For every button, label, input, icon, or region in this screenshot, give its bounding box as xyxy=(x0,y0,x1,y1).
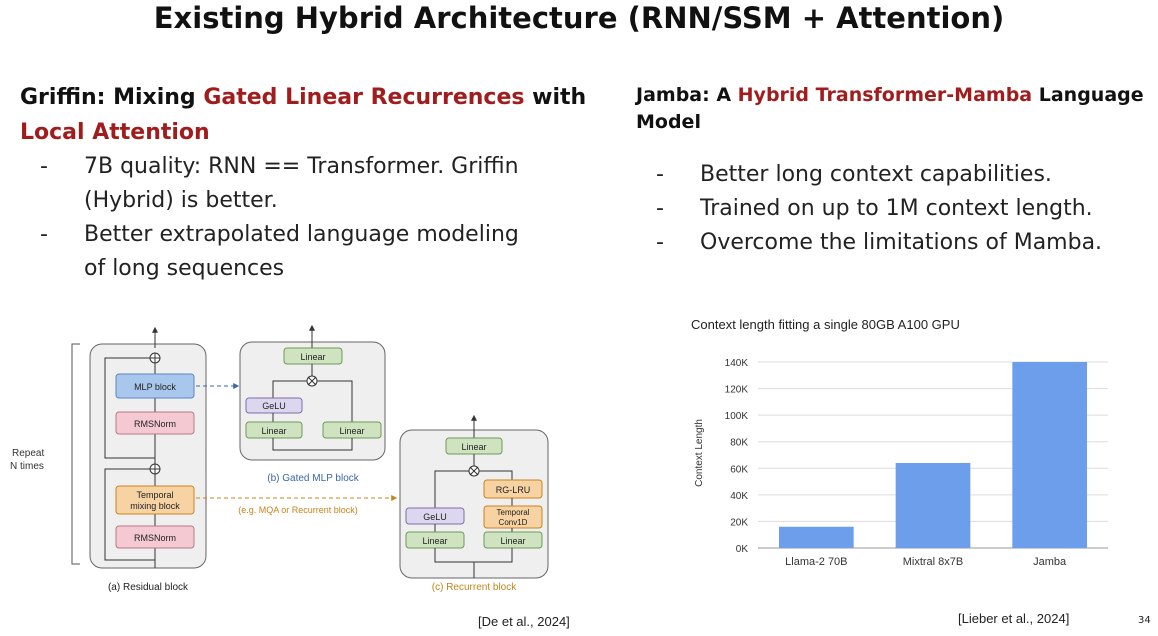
temporal-conv-label-2: Conv1D xyxy=(499,518,528,527)
mlp-block-node xyxy=(115,373,195,399)
chart-bar xyxy=(1012,362,1087,548)
chart-y-tick-label: 0K xyxy=(736,544,749,555)
gated-mlp-linear-top xyxy=(283,347,343,365)
chart-bar xyxy=(779,526,854,548)
griffin-architecture-diagram: Repeat N times MLP block RMSNorm Tempora… xyxy=(10,324,549,593)
griffin-bullet-2-line1: Better extrapolated language modeling xyxy=(84,222,519,247)
jamba-heading: Jamba: A Hybrid Transformer-Mamba Langua… xyxy=(636,82,1156,136)
recurrent-block-caption: (c) Recurrent block xyxy=(432,582,517,593)
temporal-conv-label-1: Temporal xyxy=(497,508,530,517)
jamba-bullet: Better long context capabilities. xyxy=(636,158,1156,192)
skip-connection-bottom xyxy=(104,468,155,561)
jamba-bullets: Better long context capabilities. Traine… xyxy=(636,158,1156,260)
chart-x-tick-label: Llama-2 70B xyxy=(785,556,847,568)
chart-x-tick-label: Mixtral 8x7B xyxy=(903,556,964,568)
jamba-bullet: Trained on up to 1M context length. xyxy=(636,192,1156,226)
rmsnorm-top-node xyxy=(115,411,195,435)
chart-title: Context length fitting a single 80GB A10… xyxy=(691,317,960,332)
griffin-bullet-1-line2: (Hybrid) is better. xyxy=(84,188,278,213)
chart-y-tick-label: 100K xyxy=(725,411,749,422)
mlp-block-label: MLP block xyxy=(134,382,176,392)
rmsnorm-bottom-label: RMSNorm xyxy=(134,533,176,543)
griffin-bullet-1-line1: 7B quality: RNN == Transformer. Griffin xyxy=(84,154,519,179)
temporal-mixing-label-1: Temporal xyxy=(136,490,173,500)
recurrent-linear-top-label: Linear xyxy=(461,442,486,452)
repeat-label-1: Repeat xyxy=(12,448,44,459)
temporal-mixing-node xyxy=(115,485,195,515)
residual-block-caption: (a) Residual block xyxy=(108,582,189,593)
griffin-bullet: 7B quality: RNN == Transformer. Griffin (… xyxy=(20,150,580,218)
griffin-bullet-2-line2: of long sequences xyxy=(84,256,285,281)
jamba-heading-part2: Language xyxy=(1032,84,1144,106)
jamba-bullet: Overcome the limitations of Mamba. xyxy=(636,226,1156,260)
connector-label: (e.g. MQA or Recurrent block) xyxy=(238,505,358,515)
gated-mlp-linear-left xyxy=(245,421,303,439)
temporal-conv-node xyxy=(483,505,543,529)
chart-y-tick-label: 120K xyxy=(725,385,749,396)
gated-mlp-linear-left-label: Linear xyxy=(261,426,286,436)
griffin-heading-part1: Griffin: Mixing xyxy=(20,85,204,110)
griffin-citation: [De et al., 2024] xyxy=(478,614,570,629)
recurrent-linear-right-label: Linear xyxy=(500,536,525,546)
jamba-heading-part1: Jamba: A xyxy=(636,84,738,106)
chart-y-tick-label: 40K xyxy=(730,491,748,502)
jamba-citation: [Lieber et al., 2024] xyxy=(958,611,1070,626)
gated-mlp-linear-right-label: Linear xyxy=(339,426,364,436)
gated-mlp-gelu-label: GeLU xyxy=(262,401,286,411)
slide-title: Existing Hybrid Architecture (RNN/SSM + … xyxy=(153,1,1005,35)
recurrent-linear-right xyxy=(483,531,543,549)
recurrent-gelu-label: GeLU xyxy=(423,512,447,522)
rg-lru-label: RG-LRU xyxy=(496,485,531,495)
gated-mlp-caption: (b) Gated MLP block xyxy=(267,473,360,484)
chart-y-tick-label: 140K xyxy=(725,358,749,369)
rmsnorm-top-label: RMSNorm xyxy=(134,419,176,429)
jamba-heading-line2: Model xyxy=(636,111,701,133)
chart-x-tick-label: Jamba xyxy=(1033,556,1067,568)
repeat-bracket xyxy=(71,343,80,565)
gated-mlp-linear-top-label: Linear xyxy=(300,352,325,362)
gated-mlp-gelu xyxy=(245,397,303,414)
griffin-heading: Griffin: Mixing Gated Linear Recurrences… xyxy=(20,80,600,150)
page-number: 34 xyxy=(1138,615,1151,626)
chart-y-tick-label: 20K xyxy=(730,517,748,528)
repeat-label-2: N times xyxy=(10,461,44,472)
griffin-heading-highlight1: Gated Linear Recurrences xyxy=(203,85,525,110)
jamba-heading-highlight: Hybrid Transformer-Mamba xyxy=(737,84,1033,106)
rmsnorm-bottom-node xyxy=(115,525,195,549)
context-length-bar-chart: Context length fitting a single 80GB A10… xyxy=(691,317,1108,568)
chart-y-axis-title: Context Length xyxy=(694,419,705,487)
griffin-bullets: 7B quality: RNN == Transformer. Griffin (… xyxy=(20,150,580,286)
rg-lru-node xyxy=(483,479,543,499)
chart-y-tick-label: 60K xyxy=(730,464,748,475)
griffin-heading-part2: with xyxy=(524,85,587,110)
temporal-mixing-label-2: mixing block xyxy=(130,501,180,511)
skip-connection-top xyxy=(104,357,155,459)
recurrent-linear-left-label: Linear xyxy=(422,536,447,546)
chart-y-tick-label: 80K xyxy=(730,438,748,449)
griffin-bullet: Better extrapolated language modeling of … xyxy=(20,218,580,286)
griffin-heading-highlight2: Local Attention xyxy=(20,120,210,145)
chart-bar xyxy=(895,462,971,548)
